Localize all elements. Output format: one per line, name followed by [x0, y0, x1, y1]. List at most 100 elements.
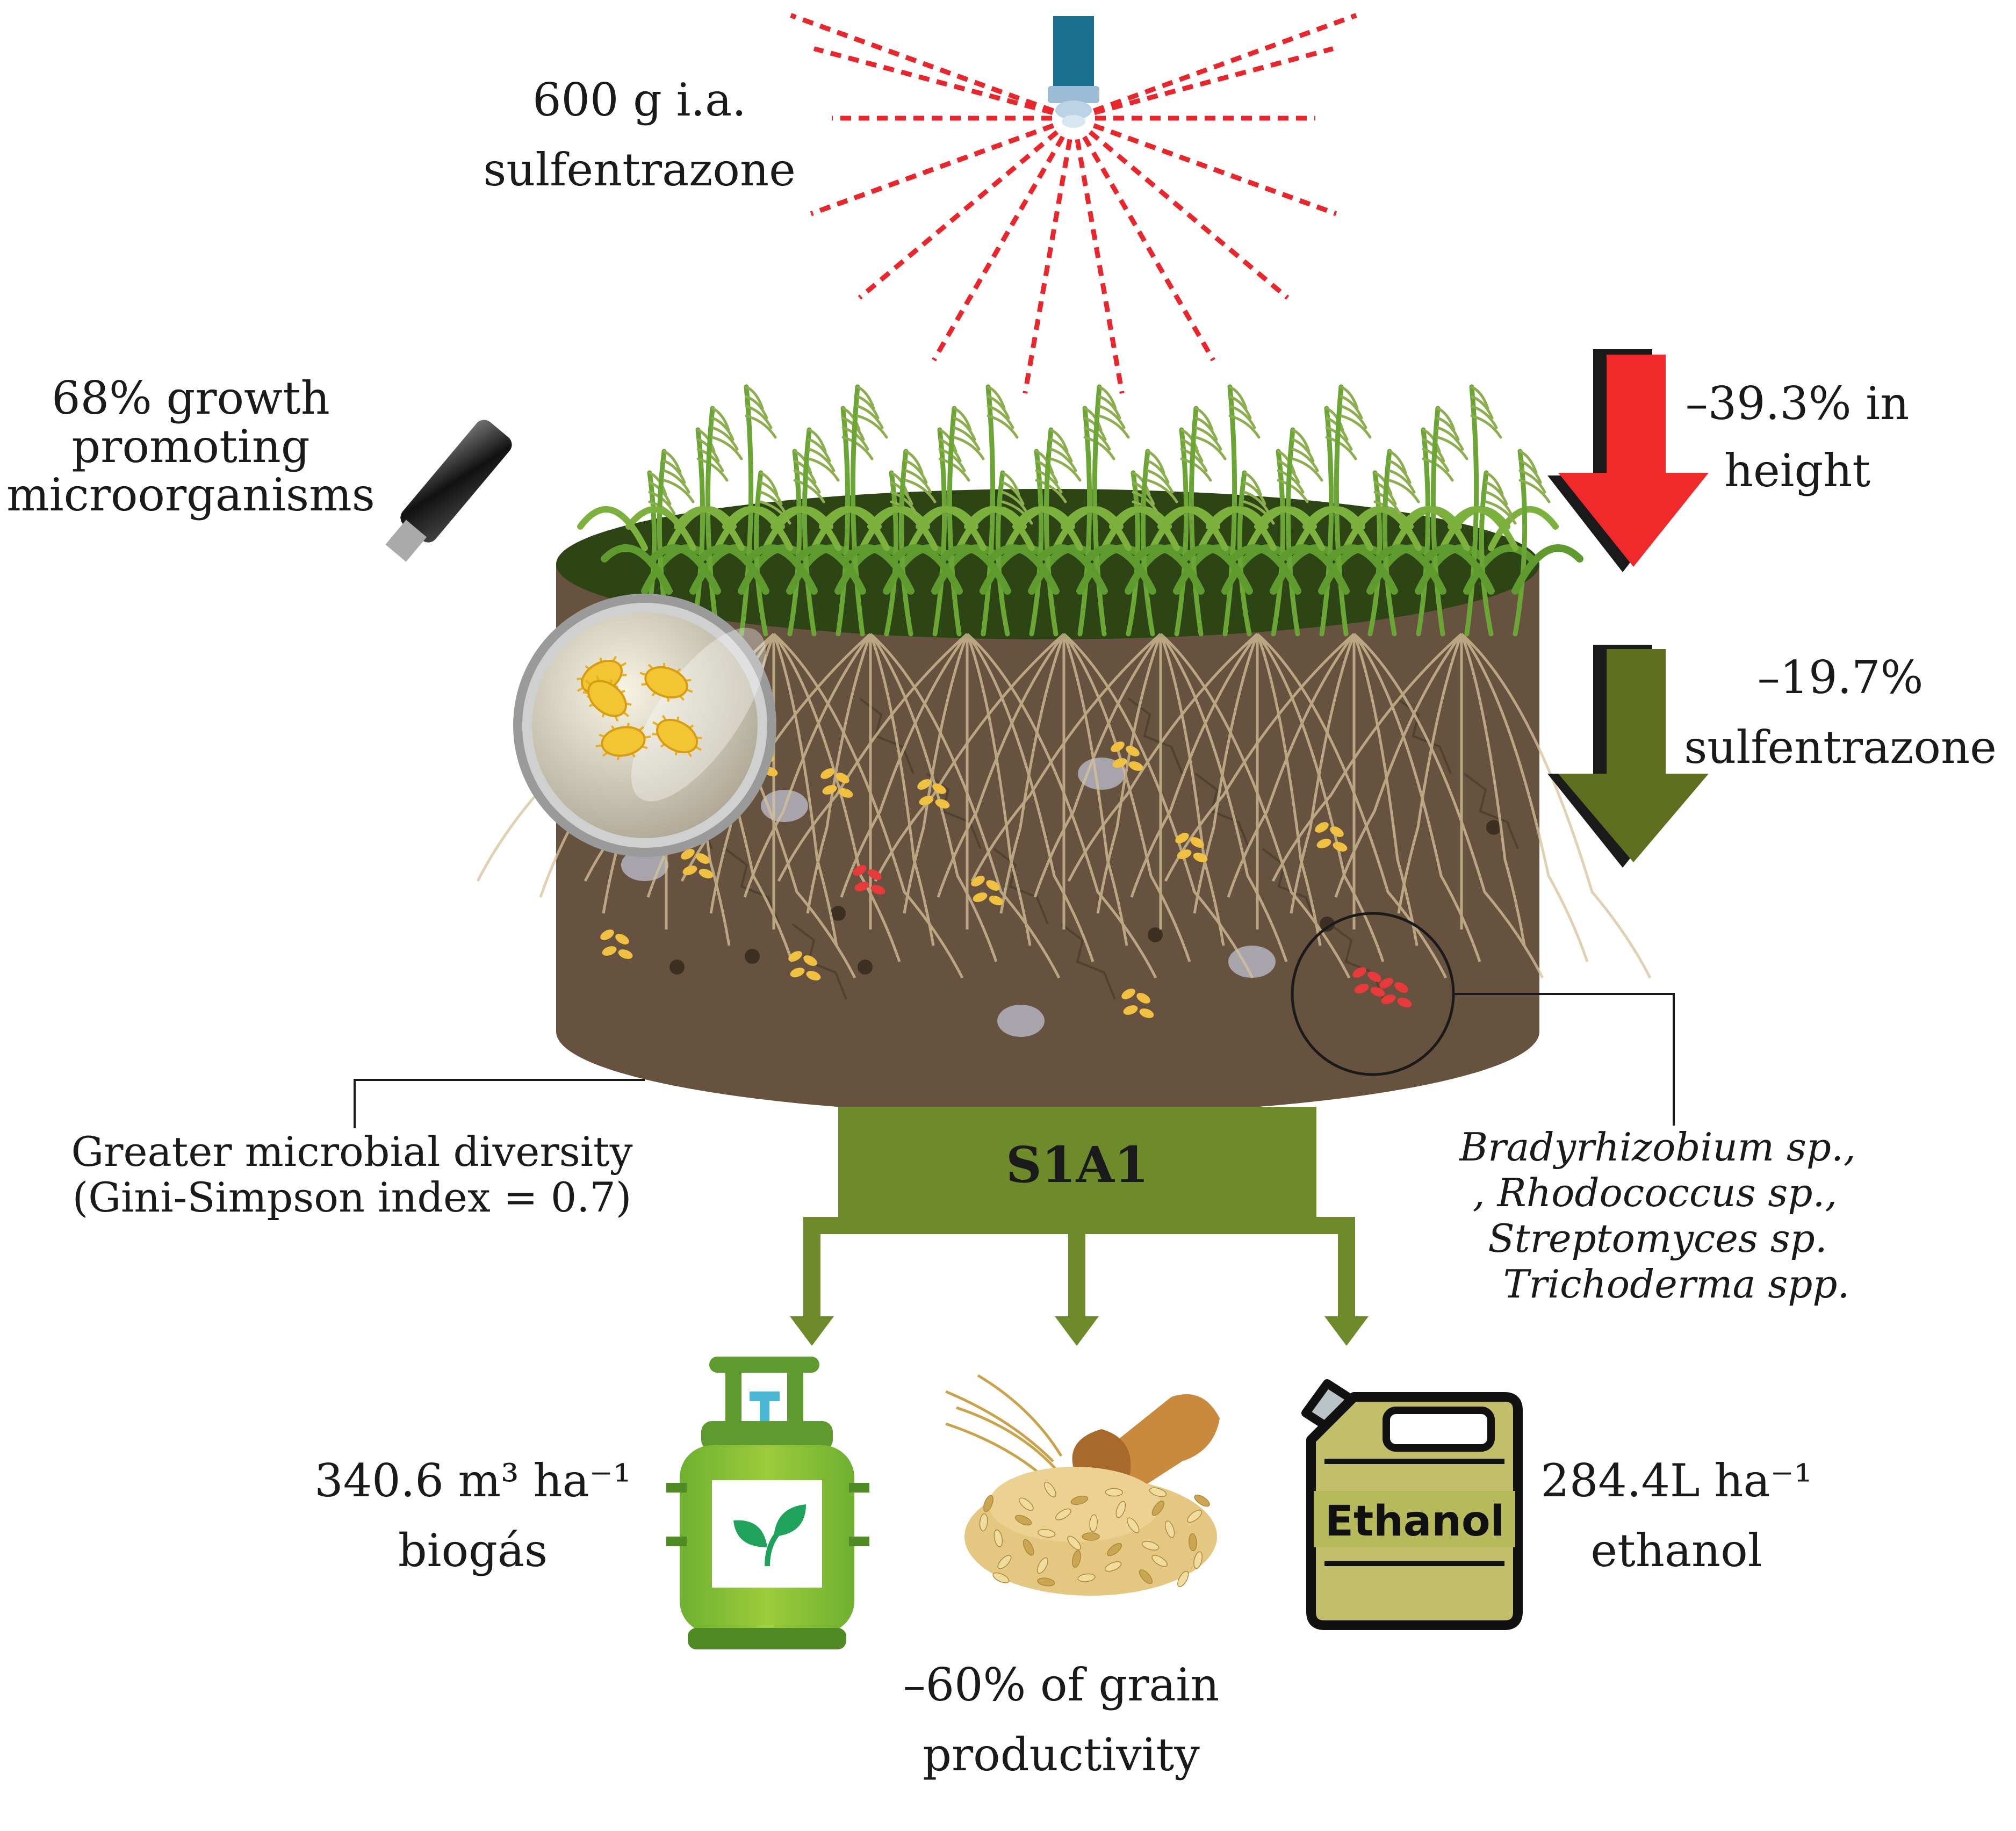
root: [1334, 633, 1463, 898]
root: [772, 633, 838, 946]
grain-kernel: [1072, 1550, 1081, 1568]
root: [869, 633, 935, 946]
microbe-cluster: [681, 849, 714, 878]
soil-spot: [1320, 917, 1335, 932]
lens-microbe: [582, 675, 632, 722]
grain-pile-icon: [945, 1374, 1220, 1596]
root: [1460, 633, 1652, 979]
soil-spot: [858, 960, 873, 975]
wheat-stalk: [867, 427, 1003, 637]
magnifier-line1: 68% growth: [52, 372, 330, 424]
spray-ray: [932, 135, 1065, 362]
root: [1256, 633, 1385, 962]
root: [743, 633, 872, 898]
diversity-leader-line: [354, 1079, 645, 1128]
grain-kernel: [1023, 1539, 1034, 1556]
microbe-cluster: [1175, 833, 1208, 862]
species-leader-line: [1453, 993, 1675, 1126]
grain-kernel: [983, 1495, 993, 1512]
spray-dose-line1: 600 g i.a.: [532, 74, 746, 126]
sulfentrazone-line1: –19.7%: [1758, 651, 1924, 704]
lens-microbe: [639, 662, 693, 702]
microbe-cluster: [820, 768, 853, 798]
diversity-caption: Greater microbial diversity (Gini-Simpso…: [71, 1128, 632, 1221]
ethanol-canister-icon: Ethanol: [1301, 1379, 1523, 1630]
diversity-line2: (Gini-Simpson index = 0.7): [73, 1173, 632, 1221]
wheat-stalk: [1448, 449, 1583, 637]
root: [1159, 633, 1288, 962]
root: [773, 633, 964, 979]
soil-spot: [745, 949, 760, 964]
spray-dose-label: 600 g i.a. sulfentrazone: [483, 74, 796, 196]
soil-crack: [1127, 697, 1183, 774]
root: [1290, 633, 1356, 914]
grain-kernel: [1067, 1536, 1081, 1551]
wheat-stalk: [843, 449, 978, 637]
wheat-plants: [577, 384, 1583, 637]
spray-ray: [813, 46, 1054, 115]
root: [1033, 633, 1162, 898]
height-line1: –39.3% in: [1686, 377, 1910, 430]
soil-crack: [724, 848, 780, 925]
soil-spot: [831, 906, 846, 921]
grain-kernel: [1149, 1487, 1167, 1497]
microbe-cluster: [917, 779, 950, 809]
soil-crack: [1262, 848, 1317, 925]
root: [1353, 633, 1544, 979]
root: [1164, 633, 1355, 882]
height-caption: –39.3% in height: [1686, 377, 1910, 497]
magnifier-line3: microorganisms: [6, 468, 375, 521]
grain-kernel: [992, 1572, 1010, 1583]
microbe-cluster: [1379, 978, 1412, 1007]
grain-kernel: [1077, 1573, 1096, 1582]
soil-spot: [1486, 820, 1501, 835]
species-line3: Streptomyces sp.: [1488, 1216, 1827, 1261]
spray-ray: [1093, 13, 1357, 113]
biogas-line2: biogás: [398, 1524, 548, 1577]
ethanol-line1: 284.4L ha⁻¹: [1540, 1454, 1812, 1507]
grain-kernel: [1189, 1533, 1197, 1552]
grain-kernel: [1019, 1497, 1034, 1511]
grain-kernel: [1037, 1577, 1055, 1587]
grain-kernel: [1038, 1529, 1056, 1538]
sulfentrazone-line2: sulfentrazone: [1684, 721, 1997, 774]
soil-microbes: [600, 741, 1412, 1018]
biogas-tank-icon: [666, 1357, 869, 1649]
root: [777, 633, 968, 882]
soil-spot: [669, 960, 685, 975]
species-line4: Trichoderma spp.: [1503, 1261, 1850, 1307]
ethanol-line2: ethanol: [1590, 1524, 1762, 1577]
magnifier-icon: [385, 420, 776, 857]
spray-nozzle: [1048, 16, 1099, 128]
root: [1063, 633, 1254, 979]
grain-line2: productivity: [923, 1728, 1200, 1781]
root: [937, 633, 1065, 898]
microbe-cluster: [1111, 741, 1143, 771]
microbe-cluster: [600, 929, 633, 959]
soil-spot: [1148, 927, 1163, 942]
root: [806, 633, 872, 914]
root: [1130, 633, 1259, 898]
grain-kernel: [1043, 1481, 1056, 1498]
grain-kernel: [1115, 1501, 1126, 1518]
root: [1096, 633, 1162, 914]
root: [869, 633, 998, 962]
root: [1062, 633, 1191, 962]
species-line2: , Rhodococcus sp.,: [1473, 1170, 1837, 1215]
root: [1067, 633, 1258, 882]
root: [966, 633, 1032, 946]
grain-kernel: [1151, 1500, 1165, 1516]
species-caption: Bradyrhizobium sp., , Rhodococcus sp., S…: [1458, 1124, 1856, 1307]
spray-ray: [1088, 130, 1290, 300]
treatment-label: S1A1: [1006, 1136, 1149, 1194]
root: [1352, 633, 1419, 946]
spray-dose-line2: sulfentrazone: [483, 143, 796, 196]
root: [1397, 633, 1463, 914]
root: [1160, 633, 1351, 979]
grain-kernel: [997, 1555, 1012, 1569]
treatment-block: S1A1: [838, 1107, 1316, 1228]
wheat-stalk: [1374, 406, 1510, 637]
grain-kernel: [1177, 1570, 1189, 1588]
wheat-stalk: [1326, 449, 1462, 637]
